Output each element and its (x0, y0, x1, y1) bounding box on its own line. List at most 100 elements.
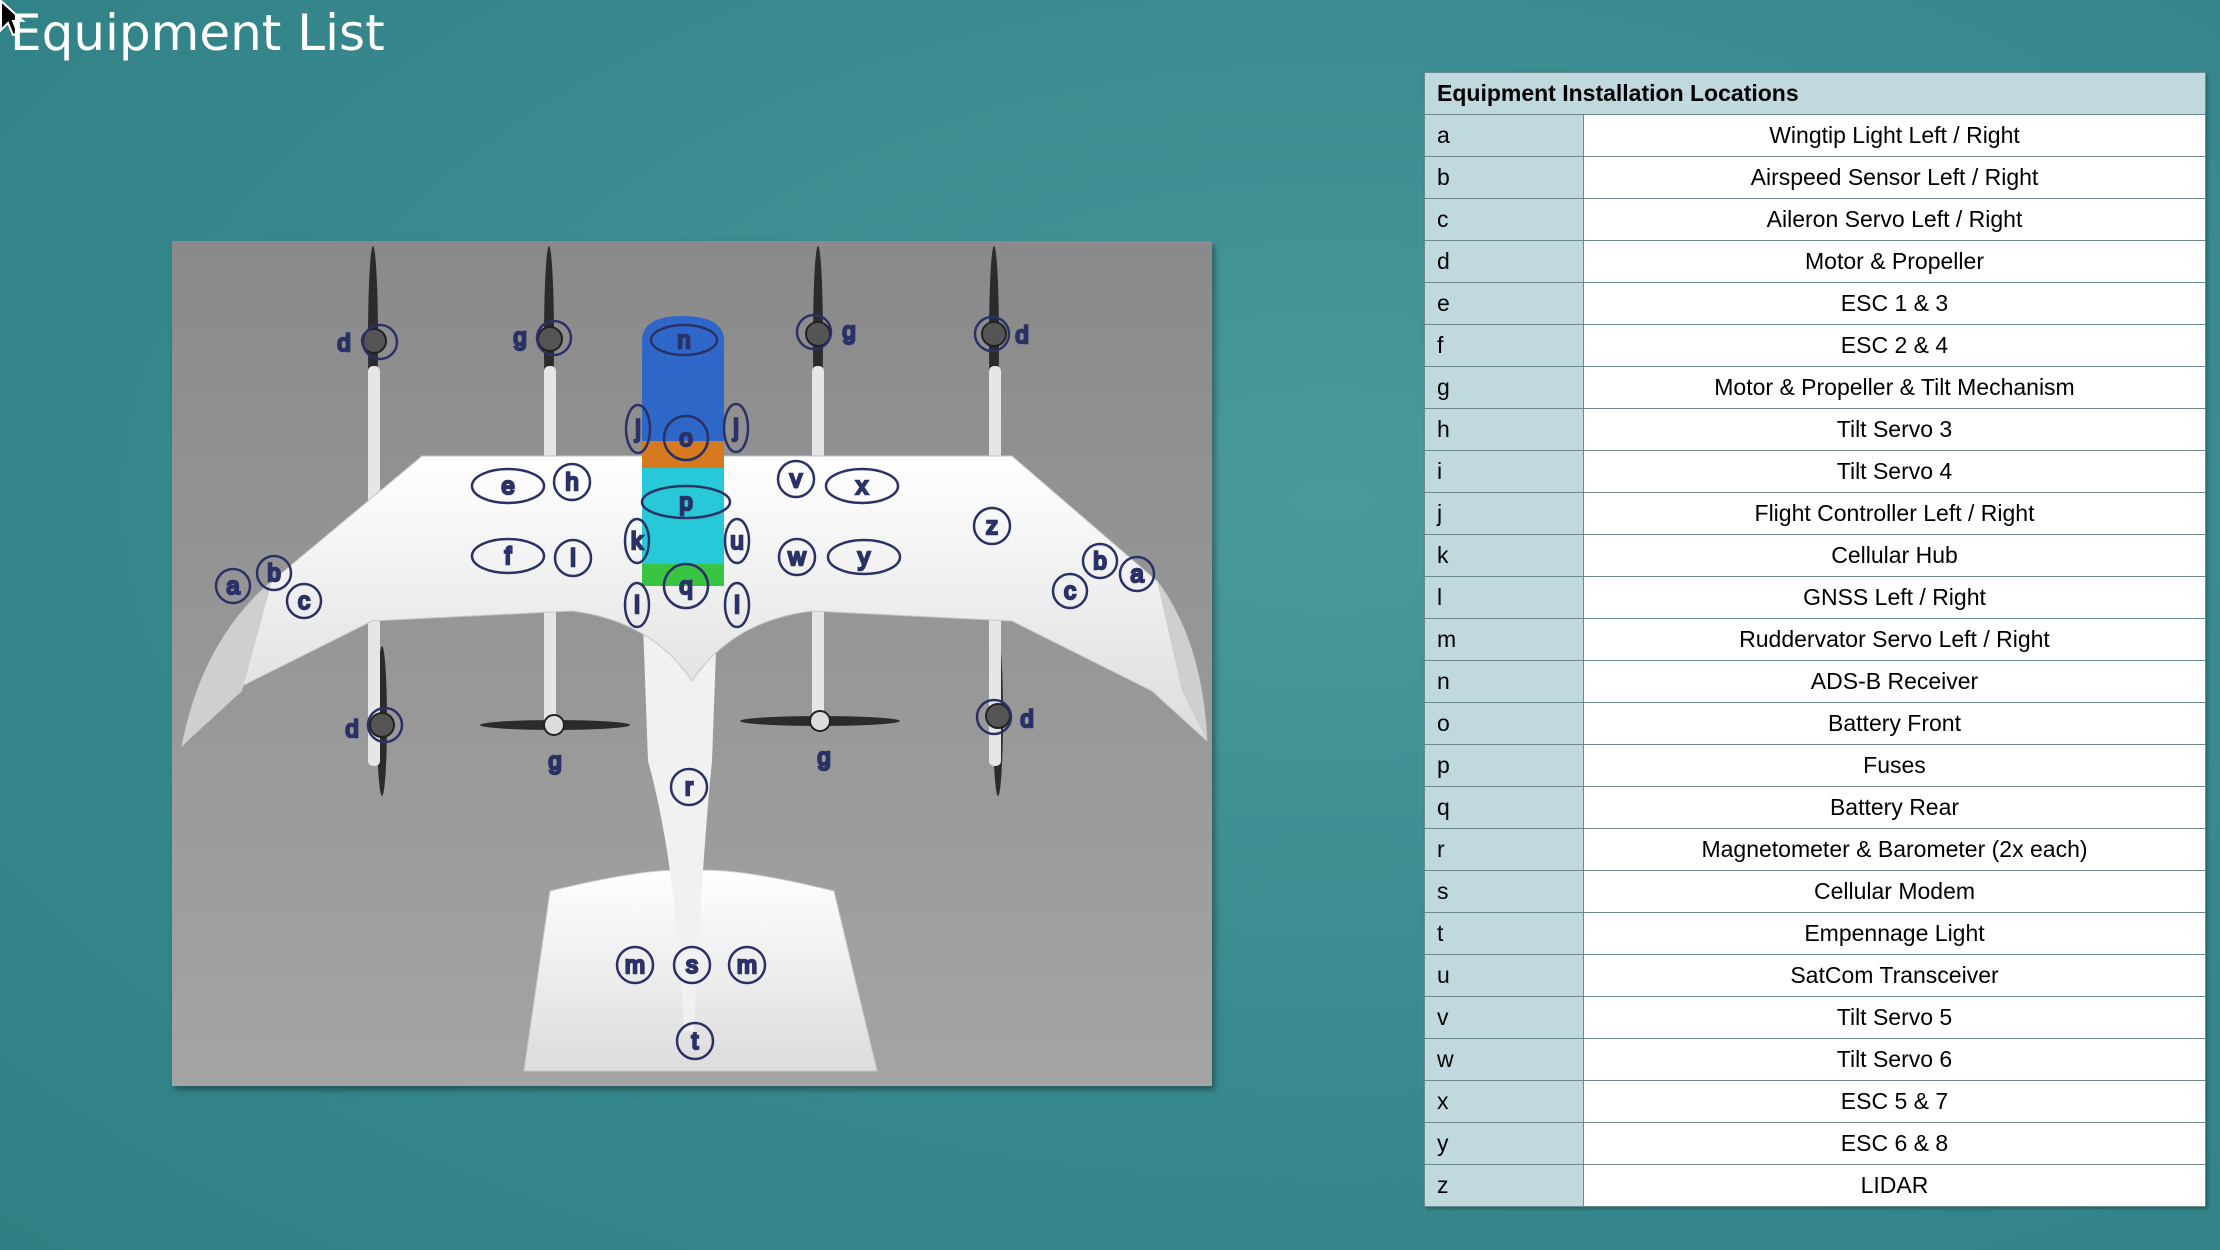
label-r: r (669, 767, 709, 807)
label-d-bottom-left: d (344, 706, 404, 744)
svg-text:a: a (1130, 561, 1144, 588)
row-letter: c (1424, 198, 1584, 241)
callout-labels: a b c d g n g d j o j p e h v x z f i k … (214, 313, 1156, 1061)
label-b-left: b (255, 554, 293, 592)
row-item: Tilt Servo 3 (1583, 408, 2206, 451)
row-item: ESC 1 & 3 (1583, 282, 2206, 325)
svg-text:m: m (737, 952, 757, 979)
svg-text:s: s (686, 952, 698, 979)
svg-text:x: x (856, 473, 868, 500)
row-item: Tilt Servo 4 (1583, 450, 2206, 493)
row-item: SatCom Transceiver (1583, 954, 2206, 997)
row-letter: w (1424, 1038, 1584, 1081)
svg-text:d: d (345, 716, 358, 743)
row-item: Cellular Hub (1583, 534, 2206, 577)
label-c-right: c (1051, 572, 1089, 610)
svg-text:g: g (513, 324, 526, 351)
svg-text:r: r (685, 774, 693, 801)
row-item: ESC 6 & 8 (1583, 1122, 2206, 1165)
row-letter: k (1424, 534, 1584, 577)
row-item: ADS-B Receiver (1583, 660, 2206, 703)
label-l-right: l (723, 581, 751, 629)
svg-text:b: b (267, 560, 280, 587)
label-h: h (552, 462, 592, 502)
svg-text:w: w (787, 544, 806, 571)
row-item: Wingtip Light Left / Right (1583, 114, 2206, 157)
row-letter: n (1424, 660, 1584, 703)
label-d-top-left: d (336, 323, 399, 361)
label-y: y (826, 538, 902, 576)
label-a-left: a (214, 567, 252, 605)
svg-text:j: j (732, 415, 738, 442)
label-t: t (675, 1021, 715, 1061)
svg-text:f: f (505, 543, 512, 570)
label-k: k (623, 517, 651, 565)
label-u: u (723, 517, 751, 565)
row-item: Airspeed Sensor Left / Right (1583, 156, 2206, 199)
row-item: Fuses (1583, 744, 2206, 787)
svg-text:c: c (1064, 578, 1076, 605)
label-v: v (776, 459, 816, 499)
label-x: x (824, 467, 900, 505)
svg-text:z: z (986, 513, 998, 540)
row-letter: t (1424, 912, 1584, 955)
row-item: GNSS Left / Right (1583, 576, 2206, 619)
label-l-left: l (623, 581, 651, 629)
svg-text:d: d (1020, 706, 1033, 733)
row-item: Empennage Light (1583, 912, 2206, 955)
row-letter: u (1424, 954, 1584, 997)
row-letter: v (1424, 996, 1584, 1039)
svg-text:d: d (337, 330, 350, 357)
row-letter: m (1424, 618, 1584, 661)
row-letter: o (1424, 702, 1584, 745)
row-letter: y (1424, 1122, 1584, 1165)
svg-text:d: d (1015, 322, 1028, 349)
svg-text:m: m (625, 952, 645, 979)
svg-text:h: h (565, 469, 578, 496)
row-item: Flight Controller Left / Right (1583, 492, 2206, 535)
svg-text:g: g (817, 744, 830, 771)
row-item: Tilt Servo 6 (1583, 1038, 2206, 1081)
row-item: Aileron Servo Left / Right (1583, 198, 2206, 241)
svg-text:g: g (842, 318, 855, 345)
label-f: f (470, 537, 546, 575)
row-letter: j (1424, 492, 1584, 535)
table-header-row: Equipment Installation Locations (1424, 72, 2206, 115)
row-letter: p (1424, 744, 1584, 787)
row-item: Tilt Servo 5 (1583, 996, 2206, 1039)
row-letter: x (1424, 1080, 1584, 1123)
label-d-bottom-right: d (975, 698, 1035, 736)
row-item: Magnetometer & Barometer (2x each) (1583, 828, 2206, 871)
table-header: Equipment Installation Locations (1424, 72, 2206, 115)
row-letter: r (1424, 828, 1584, 871)
label-a-right: a (1118, 555, 1156, 593)
svg-text:o: o (679, 425, 692, 452)
row-letter: q (1424, 786, 1584, 829)
svg-text:l: l (734, 592, 739, 619)
row-item: Battery Front (1583, 702, 2206, 745)
label-n: n (649, 323, 719, 357)
row-item: Cellular Modem (1583, 870, 2206, 913)
label-g-bottom-right: g (816, 743, 832, 773)
label-i: i (553, 538, 593, 578)
page-title: Equipment List (10, 4, 385, 62)
label-b-right: b (1081, 542, 1119, 580)
label-j-right: j (722, 402, 750, 454)
